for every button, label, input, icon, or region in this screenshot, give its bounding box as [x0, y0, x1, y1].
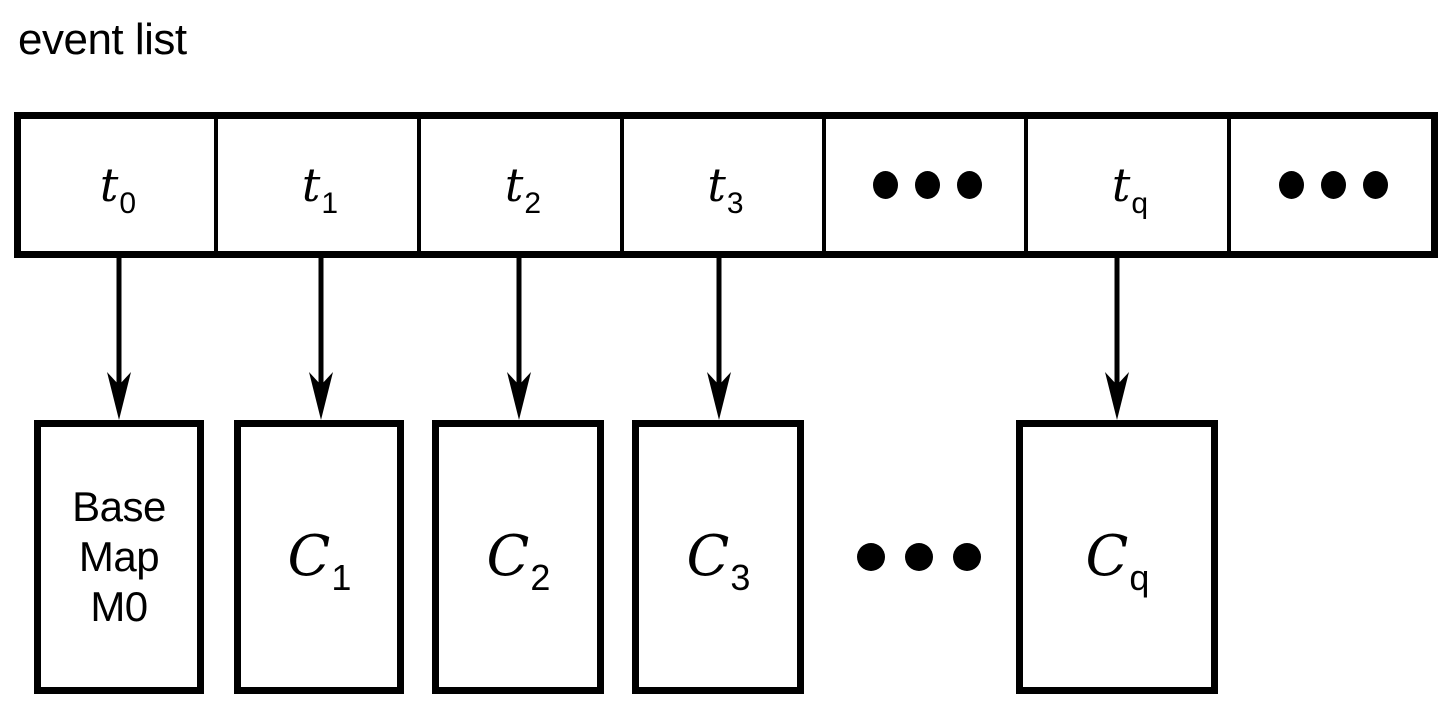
base-map-line-1: Base: [72, 483, 166, 530]
event-label-t0: t0: [99, 158, 137, 220]
event-cell-t1[interactable]: t1: [222, 119, 421, 251]
changeset-label-c2: C2: [486, 524, 551, 598]
page-title: event list: [18, 15, 187, 64]
base-map-label: Base Map M0: [72, 482, 166, 632]
event-label-t3: t3: [707, 158, 744, 220]
ellipsis-icon-between-c3-and-cq: [857, 543, 981, 571]
map-box-c3[interactable]: C3: [632, 420, 804, 694]
arrow-t2-to-c2: [504, 258, 534, 420]
event-cell-ellipsis-1: [830, 119, 1028, 251]
base-map-line-2: Map: [78, 533, 160, 580]
map-box-c2[interactable]: C2: [432, 420, 604, 694]
arrow-t3-to-c3: [704, 258, 734, 420]
ellipsis-icon: [872, 171, 982, 199]
map-box-cq[interactable]: Cq: [1016, 420, 1218, 694]
event-label-tq: tq: [1111, 158, 1149, 220]
event-label-t2: t2: [504, 158, 542, 220]
map-box-c1[interactable]: C1: [234, 420, 404, 694]
map-box-base-map[interactable]: Base Map M0: [34, 420, 204, 694]
ellipsis-icon: [1278, 171, 1388, 199]
event-cell-ellipsis-2: [1235, 119, 1431, 251]
changeset-label-c3: C3: [686, 524, 751, 598]
event-cell-t3[interactable]: t3: [628, 119, 826, 251]
base-map-line-3: M0: [90, 583, 148, 630]
arrow-tq-to-cq: [1102, 258, 1132, 420]
event-list-strip: t0 t1 t2 t3 tq: [14, 112, 1438, 258]
event-cell-t2[interactable]: t2: [425, 119, 624, 251]
arrow-t0-to-base-map: [104, 258, 134, 420]
changeset-label-c1: C1: [287, 524, 352, 598]
event-cell-t0[interactable]: t0: [21, 119, 218, 251]
changeset-label-cq: Cq: [1085, 524, 1150, 598]
event-cell-tq[interactable]: tq: [1032, 119, 1231, 251]
event-label-t1: t1: [301, 158, 339, 220]
arrow-t1-to-c1: [306, 258, 336, 420]
